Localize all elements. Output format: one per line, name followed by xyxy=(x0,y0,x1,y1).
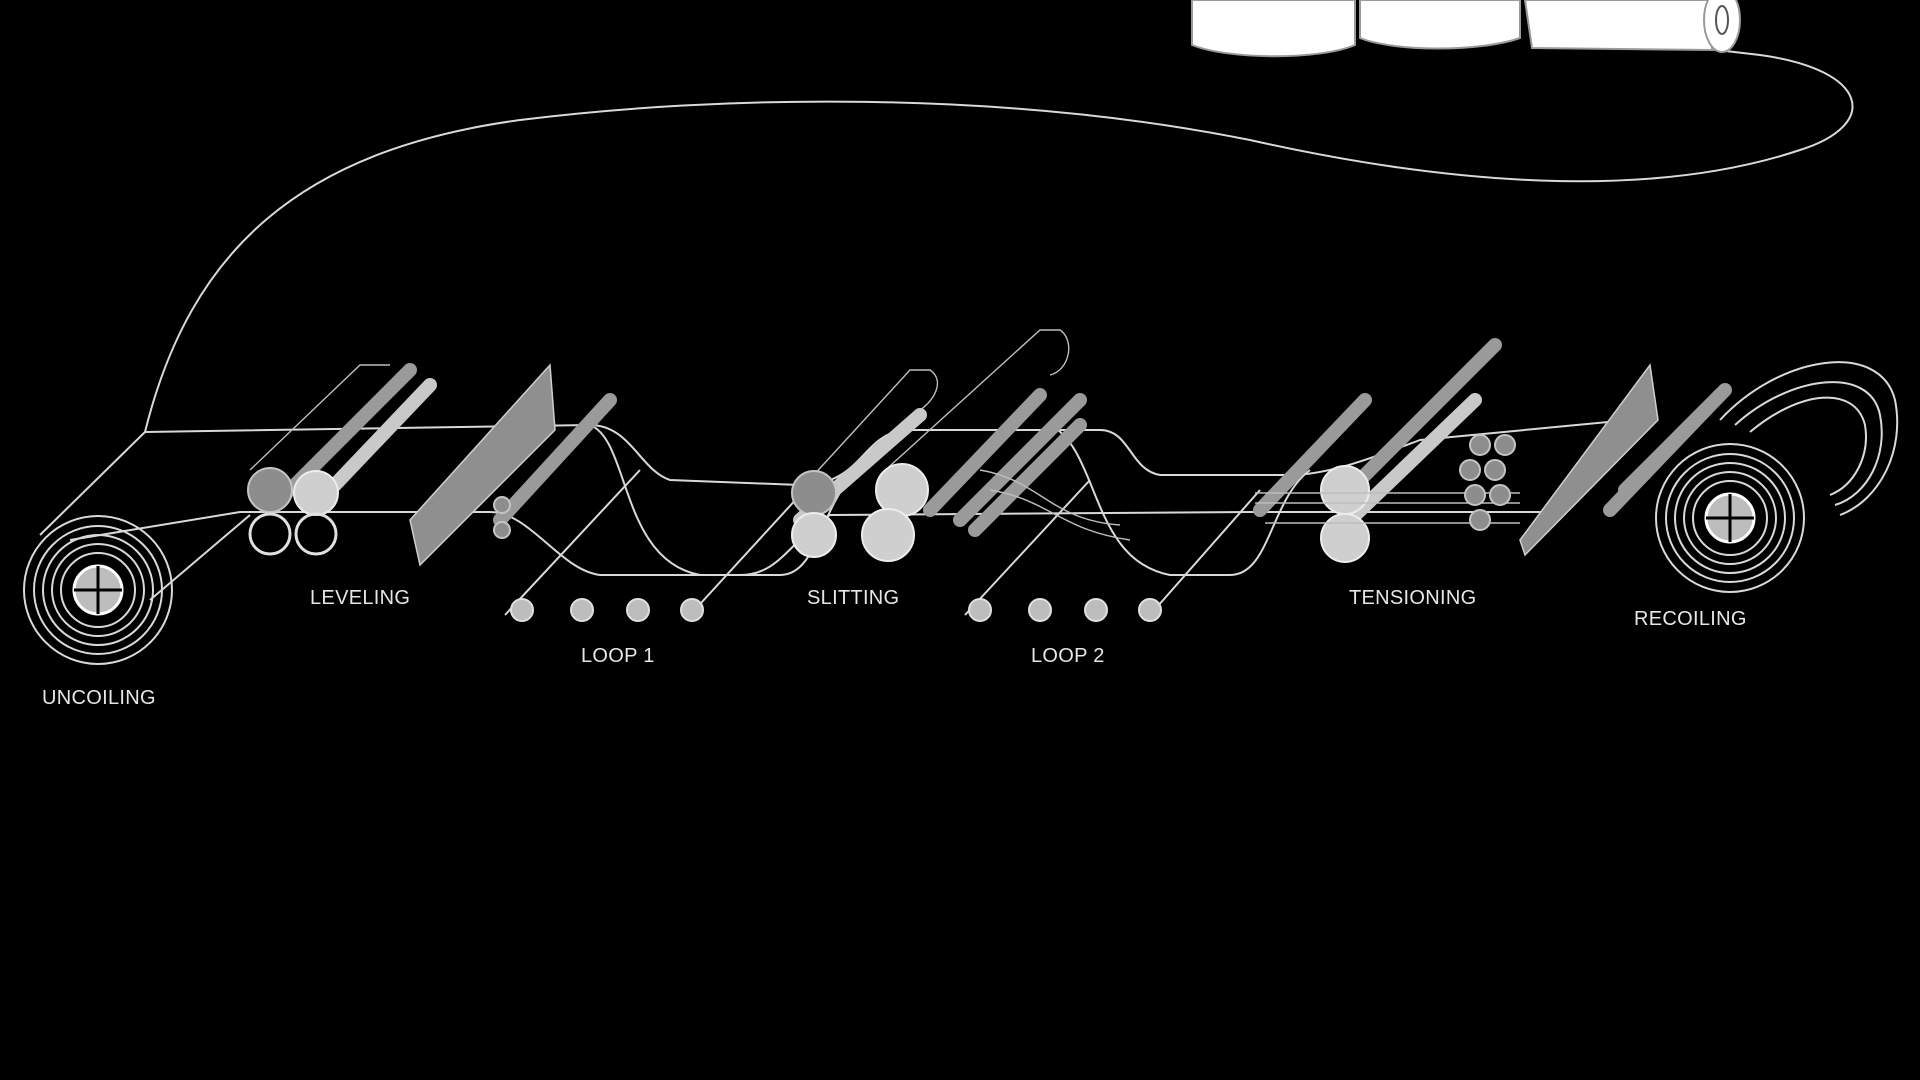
slitter xyxy=(792,330,1130,561)
finished-coil-2 xyxy=(1360,0,1520,49)
label-tensioning: TENSIONING xyxy=(1349,587,1476,609)
tensioner-shear xyxy=(1520,365,1658,555)
finished-coil-1 xyxy=(1192,0,1355,56)
loop2-side-2 xyxy=(1150,490,1260,615)
label-leveling: LEVELING xyxy=(310,587,410,609)
finished-coils xyxy=(1192,0,1740,56)
finished-coil-end xyxy=(1704,0,1740,52)
leveler-shear xyxy=(410,365,555,565)
label-loop1: LOOP 1 xyxy=(581,645,655,667)
leveler xyxy=(248,365,610,565)
finished-coil-3 xyxy=(1525,0,1712,50)
recoiler xyxy=(1656,362,1897,592)
label-loop2: LOOP 2 xyxy=(1031,645,1105,667)
label-uncoiling: UNCOILING xyxy=(42,687,156,709)
strip-left-edge xyxy=(40,432,145,535)
tensioner xyxy=(1255,345,1725,562)
loop1-rollers xyxy=(511,599,703,621)
label-slitting: SLITTING xyxy=(807,587,899,609)
uncoiler xyxy=(24,516,172,664)
loop2-rollers xyxy=(969,599,1161,621)
label-recoiling: RECOILING xyxy=(1634,608,1747,630)
